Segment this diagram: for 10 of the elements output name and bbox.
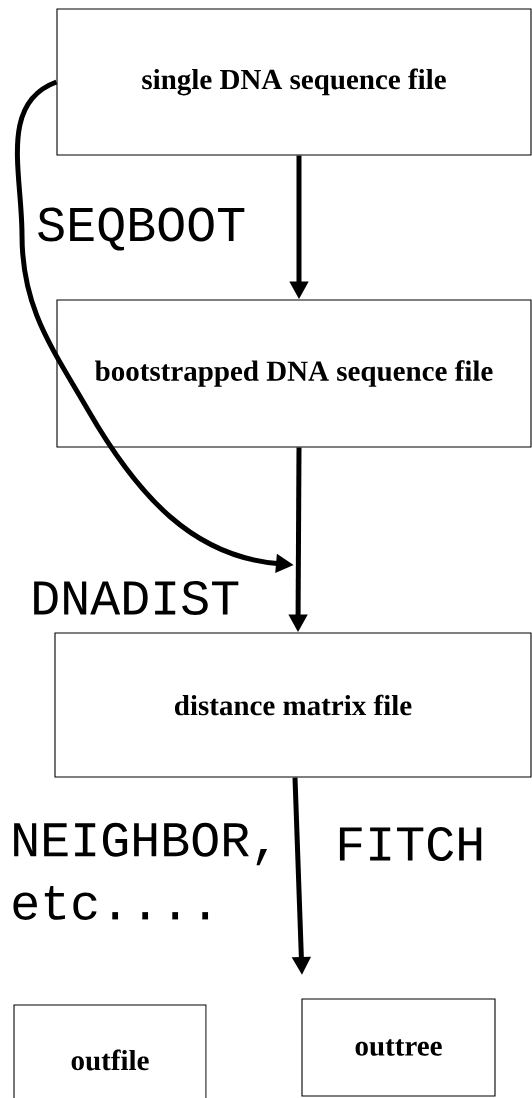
program-label: FITCH (339, 827, 482, 861)
file-box: outfile (13, 1004, 207, 1098)
file-box: outtree (301, 998, 496, 1097)
program-label: SEQBOOT (38, 207, 245, 251)
program-label: NEIGHBOR, (14, 822, 268, 866)
program-label: etc.... (13, 886, 209, 920)
file-box: bootstrapped DNA sequence file (56, 299, 532, 448)
program-label: DNADIST (34, 581, 239, 615)
file-box: distance matrix file (54, 632, 532, 778)
file-box: single DNA sequence file (56, 8, 532, 156)
